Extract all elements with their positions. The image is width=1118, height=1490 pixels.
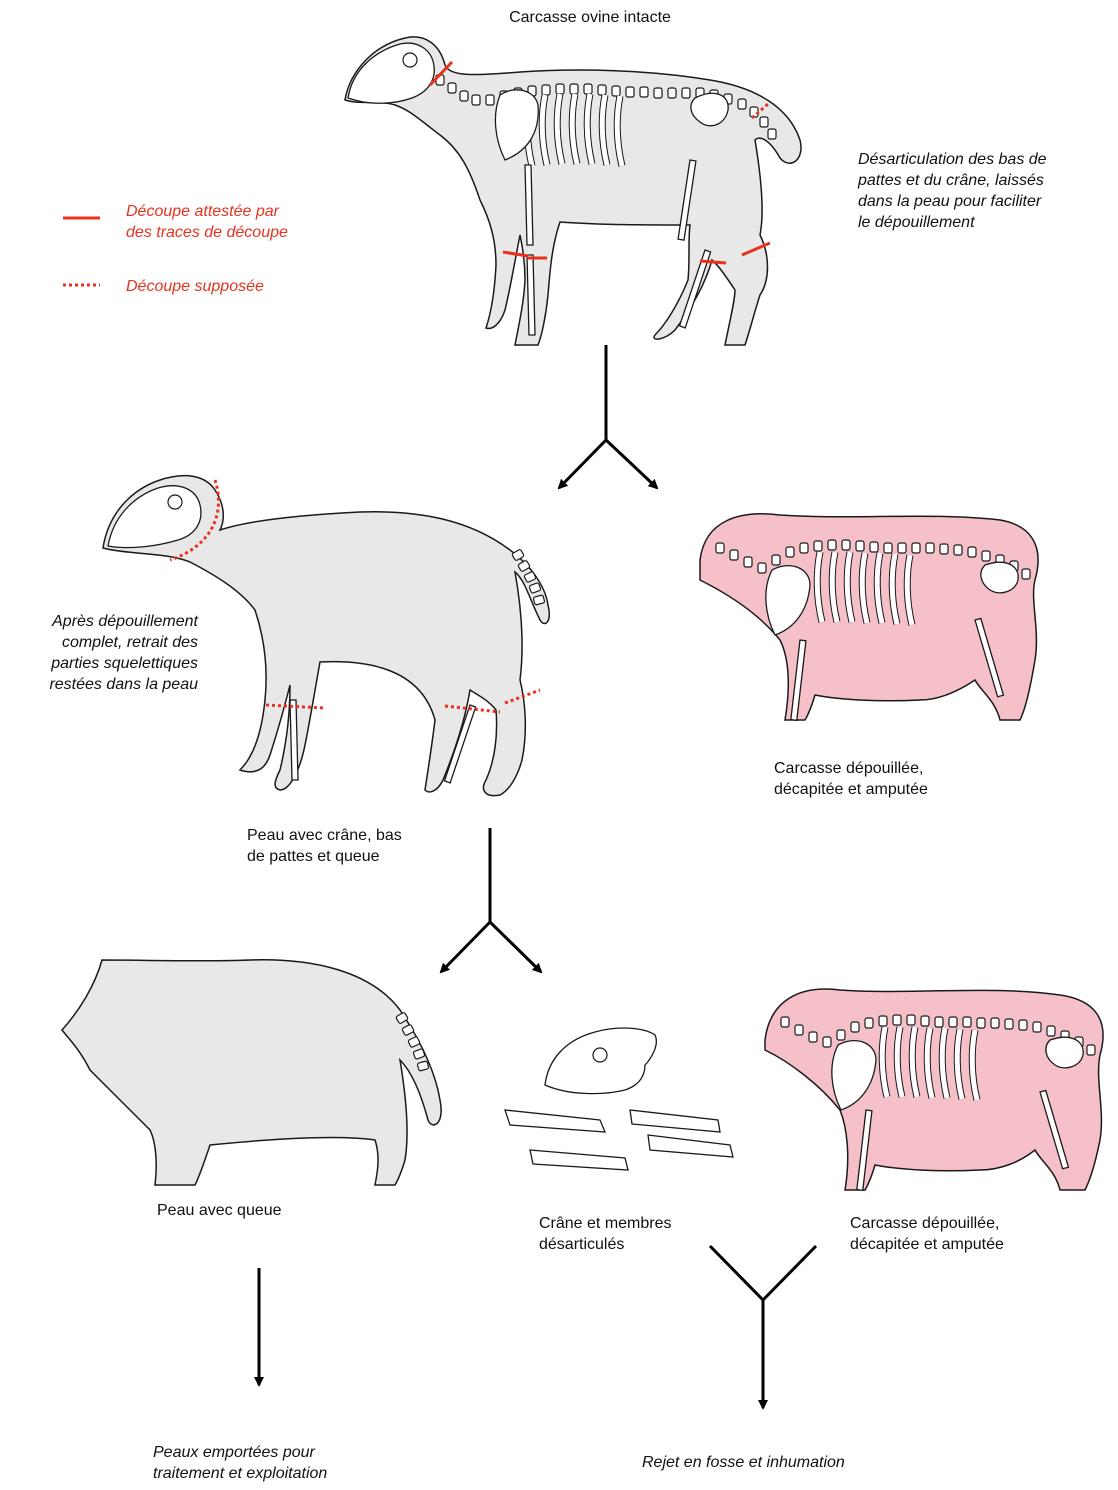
carcass-2 — [765, 989, 1103, 1190]
label-carcass-2: Carcasse dépouillée, décapitée et amputé… — [850, 1213, 1050, 1255]
skull-and-limbs — [505, 1028, 733, 1170]
legend-supposed-label: Découpe supposée — [126, 276, 326, 297]
title-intact-carcass: Carcasse ovine intacte — [470, 7, 710, 28]
outcome-skins: Peaux emportées pour traitement et explo… — [153, 1442, 413, 1484]
branch-arrow-1 — [559, 345, 657, 488]
label-carcass-1: Carcasse dépouillée, décapitée et amputé… — [774, 758, 974, 800]
label-skull-limbs: Crâne et membres désarticulés — [539, 1213, 739, 1255]
label-skin-with-skull: Peau avec crâne, bas de pattes et queue — [247, 825, 467, 867]
sheep-intact — [345, 37, 801, 345]
skin-with-tail-body — [62, 960, 441, 1185]
note-skinning: Après dépouillement complet, retrait des… — [0, 611, 198, 695]
isolated-limb-bones — [505, 1110, 733, 1170]
merge-arrow-discard — [710, 1246, 816, 1408]
carcass-1 — [700, 514, 1038, 721]
label-skin-with-tail: Peau avec queue — [157, 1200, 357, 1221]
carcass-2-flesh — [765, 989, 1103, 1190]
legend-attested-label: Découpe attestée par des traces de décou… — [126, 201, 326, 243]
note-disarticulation: Désarticulation des bas de pattes et du … — [858, 149, 1098, 233]
skin-with-tail — [62, 960, 441, 1185]
legend — [63, 218, 100, 285]
outcome-discard: Rejet en fosse et inhumation — [642, 1452, 942, 1473]
